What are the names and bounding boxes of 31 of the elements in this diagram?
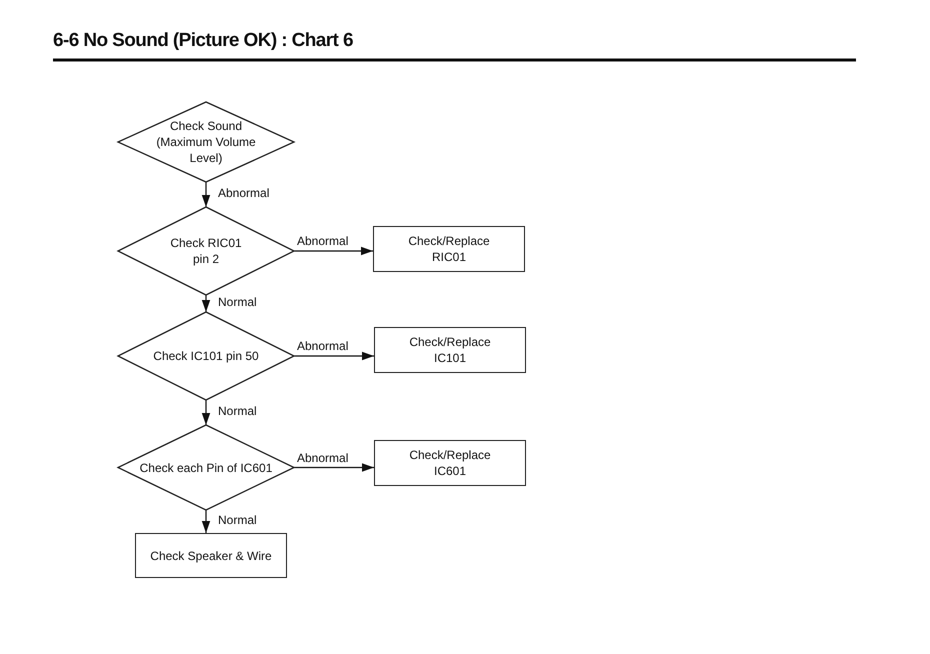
arrow xyxy=(294,246,373,256)
edge-label: Normal xyxy=(218,512,257,526)
node-text: Check RIC01 pin 2 xyxy=(169,235,243,267)
process-box xyxy=(374,440,526,486)
decision-diamond xyxy=(118,102,294,182)
edge-label: Abnormal xyxy=(297,339,348,353)
arrow xyxy=(294,463,374,472)
arrow xyxy=(202,510,210,533)
process-box xyxy=(135,533,287,578)
edge-label: Abnormal xyxy=(218,186,270,200)
node-text: Check/Replace IC601 xyxy=(408,447,492,479)
edge-label: Abnormal xyxy=(297,450,348,464)
arrow xyxy=(294,352,374,360)
decision-diamond xyxy=(118,425,294,510)
node-text: Check Speaker & Wire xyxy=(150,548,272,564)
node-text: Check/Replace IC101 xyxy=(408,334,492,366)
edge-label: Normal xyxy=(218,294,257,308)
node-text: Check Sound (Maximum Volume Level) xyxy=(155,118,257,166)
process-box xyxy=(374,327,526,373)
node-text: Check IC101 pin 50 xyxy=(153,348,259,364)
arrow xyxy=(202,295,210,312)
arrow xyxy=(202,400,210,425)
edge-label: Abnormal xyxy=(297,234,348,248)
decision-diamond xyxy=(118,312,294,400)
decision-diamond xyxy=(118,207,294,295)
node-text: Check/Replace RIC01 xyxy=(407,233,491,265)
process-box xyxy=(373,226,525,272)
arrow xyxy=(202,182,210,207)
page-title: 6-6 No Sound (Picture OK) : Chart 6 xyxy=(53,30,353,52)
edge-label: Normal xyxy=(218,404,257,418)
node-text: Check each Pin of IC601 xyxy=(140,460,272,476)
